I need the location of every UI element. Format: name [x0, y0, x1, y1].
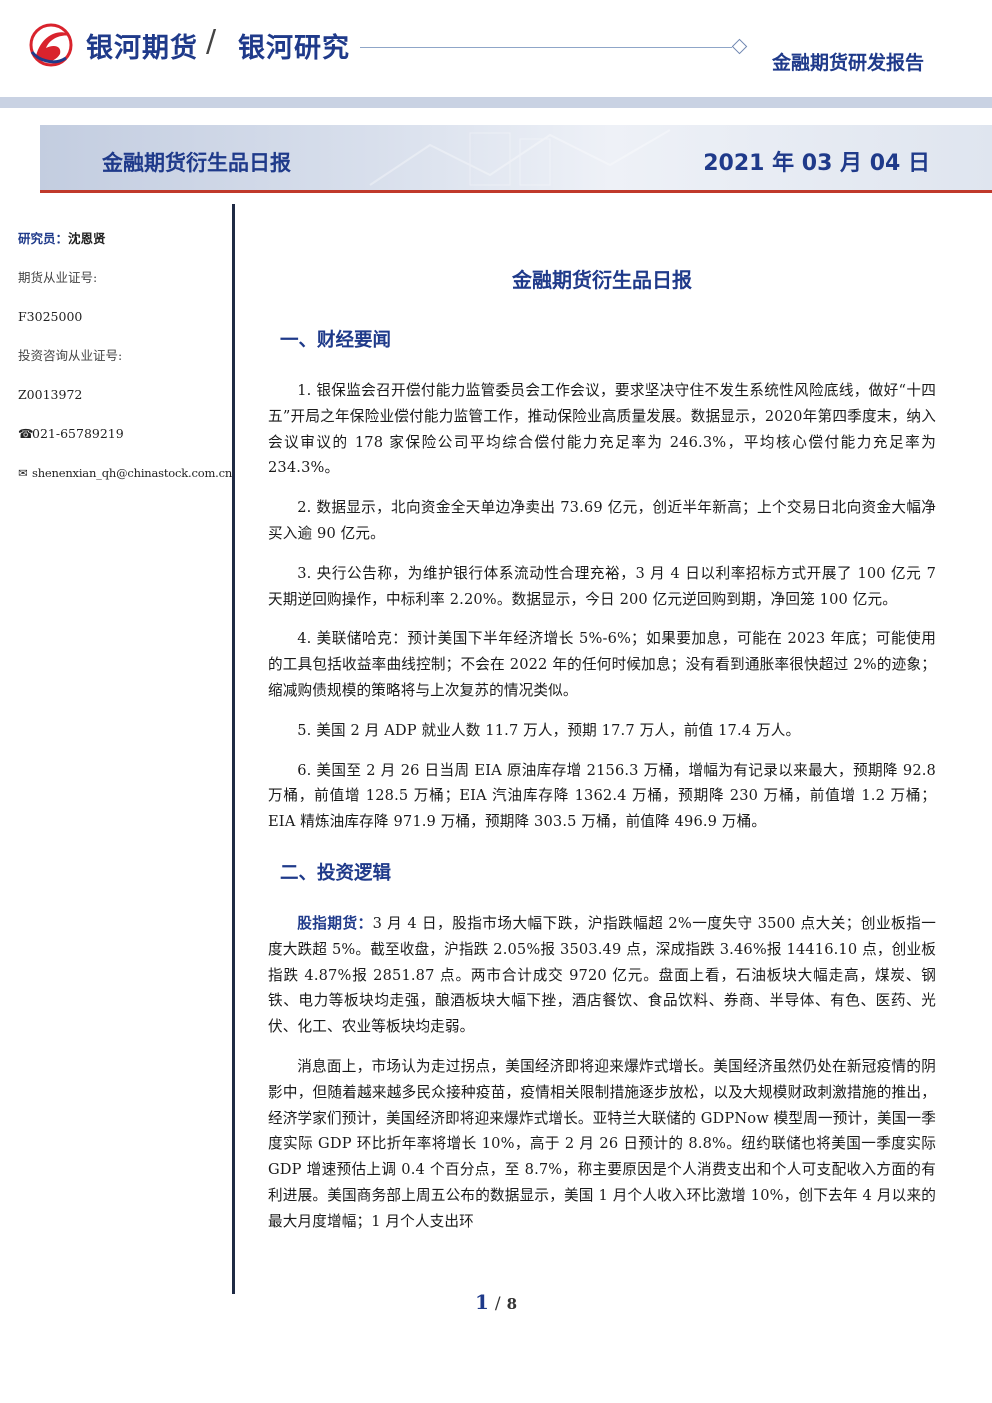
report-date: 2021 年 03 月 04 日	[703, 151, 930, 176]
analyst-name: 沈恩贤	[68, 231, 106, 246]
phone-number: 021-65789219	[32, 426, 124, 441]
analyst-line: 研究员：沈恩贤	[18, 226, 228, 265]
diamond-icon	[731, 38, 748, 55]
banner-title: 金融期货衍生品日报	[102, 151, 291, 175]
index-futures-lead: 股指期货：	[297, 914, 373, 932]
header-rule	[360, 47, 732, 48]
futures-cert-value: F3025000	[18, 309, 83, 324]
analyst-sidebar: 研究员：沈恩贤 期货从业证号: F3025000 投资咨询从业证号: Z0013…	[18, 226, 232, 499]
news-item: 4. 美联储哈克：预计美国下半年经济增长 5%-6%；如果要加息，可能在 202…	[268, 630, 936, 699]
news-item: 1. 银保监会召开偿付能力监管委员会工作会议，要求坚决守住不发生系统性风险底线，…	[268, 382, 936, 477]
report-type: 金融期货研发报告	[771, 52, 924, 74]
page-separator: /	[494, 1294, 501, 1314]
news-item: 6. 美国至 2 月 26 日当周 EIA 原油库存增 2156.3 万桶，增幅…	[268, 761, 936, 831]
advisory-cert-label: 投资咨询从业证号:	[18, 348, 123, 363]
banner-decoration	[369, 129, 671, 186]
section-heading-logic: 二、投资逻辑	[280, 862, 392, 884]
news-item: 5. 美国 2 月 ADP 就业人数 11.7 万人，预期 17.7 万人，前值…	[297, 721, 801, 739]
email-address[interactable]: shenenxian_qh@chinastock.com.cn	[32, 466, 233, 480]
mail-icon: ✉	[18, 466, 28, 480]
header-band	[0, 97, 992, 108]
email-line: ✉ shenenxian_qh@chinastock.com.cn	[18, 460, 232, 499]
analyst-label: 研究员：	[18, 231, 69, 246]
macro-news-paragraph: 消息面上，市场认为走过拐点，美国经济即将迎来爆炸式增长。美国经济虽然仍处在新冠疫…	[268, 1057, 936, 1230]
page-current: 1	[474, 1290, 489, 1314]
page-total: 8	[506, 1295, 518, 1313]
phone-icon: ☎	[18, 426, 34, 441]
section-heading-news: 一、财经要闻	[280, 330, 392, 351]
title-banner: 金融期货衍生品日报 2021 年 03 月 04 日	[40, 125, 992, 193]
brand-secondary: 银河研究	[238, 33, 350, 64]
galaxy-futures-logo-icon	[29, 23, 73, 67]
futures-cert-label: 期货从业证号:	[18, 270, 98, 285]
news-item: 3. 央行公告称，为维护银行体系流动性合理充裕，3 月 4 日以利率招标方式开展…	[268, 564, 936, 608]
brand-name: 银河期货	[86, 33, 198, 64]
phone-line: ☎021-65789219	[18, 421, 228, 460]
advisory-cert-value: Z0013972	[18, 387, 83, 402]
sidebar-divider	[232, 204, 235, 1294]
index-futures-paragraph: 股指期货：3 月 4 日，股指市场大幅下跌，沪指跌幅超 2%一度失守 3500 …	[268, 911, 936, 1040]
document-title: 金融期货衍生品日报	[512, 268, 692, 292]
report-body: 金融期货衍生品日报 一、财经要闻 1. 银保监会召开偿付能力监管委员会工作会议，…	[268, 262, 936, 1230]
news-item: 2. 数据显示，北向资金全天单边净卖出 73.69 亿元，创近半年新高；上个交易…	[268, 499, 936, 542]
page-number: 1/ 8	[0, 1290, 992, 1314]
brand-divider: /	[206, 24, 217, 59]
index-futures-text: 3 月 4 日，股指市场大幅下跌，沪指跌幅超 2%一度失守 3500 点大关；创…	[268, 914, 936, 1036]
